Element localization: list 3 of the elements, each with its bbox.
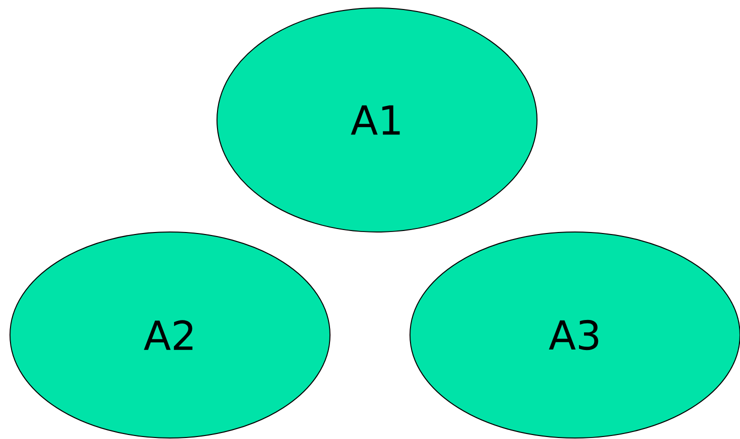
ellipse-node: A3 <box>410 232 740 438</box>
ellipse-node: A1 <box>216 8 538 232</box>
ellipse-node: A2 <box>10 232 330 438</box>
